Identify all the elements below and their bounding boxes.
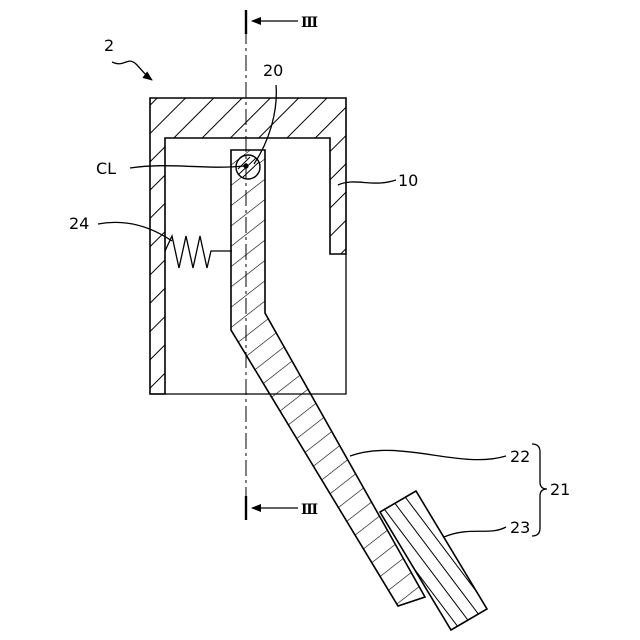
assembly-label: 2 — [104, 36, 152, 80]
svg-text:Ⅲ: Ⅲ — [301, 502, 318, 518]
svg-text:22: 22 — [510, 447, 530, 466]
svg-text:CL: CL — [96, 159, 116, 178]
callout-housing: 10 — [338, 171, 418, 190]
section-mark-top: Ⅲ — [246, 10, 318, 34]
svg-text:21: 21 — [550, 480, 570, 499]
section-mark-bottom: Ⅲ — [246, 496, 318, 520]
svg-text:Ⅲ: Ⅲ — [301, 15, 318, 31]
svg-text:24: 24 — [69, 214, 89, 233]
svg-text:10: 10 — [398, 171, 418, 190]
callout-lever-group: 21 — [532, 444, 570, 536]
callout-center-line: CL — [96, 159, 244, 178]
callout-lever-head: 23 — [444, 518, 530, 537]
spring — [165, 236, 232, 268]
svg-text:20: 20 — [263, 61, 283, 80]
svg-text:2: 2 — [104, 36, 114, 55]
callout-lever-upper: 22 — [350, 447, 530, 466]
svg-text:23: 23 — [510, 518, 530, 537]
